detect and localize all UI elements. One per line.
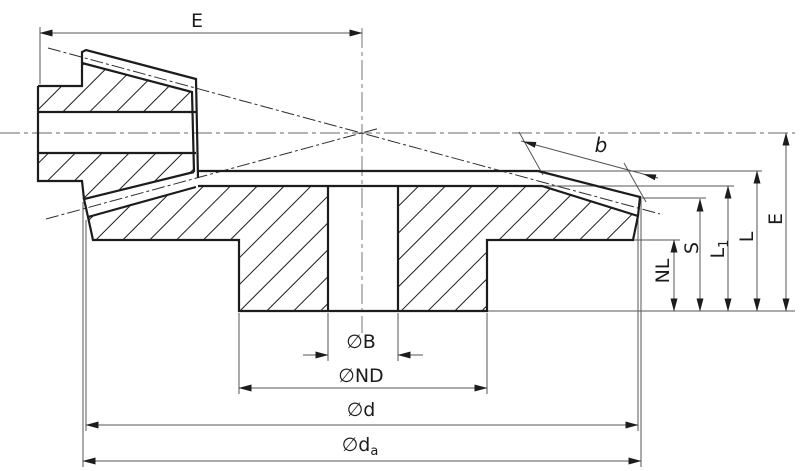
label-hub-length-NL: NL [652, 258, 674, 283]
label-L: L [736, 231, 758, 242]
gear-outline [82, 169, 642, 313]
ext-lines-pitch-diameter [85, 218, 639, 431]
label-L1: L1 [707, 240, 732, 259]
label-tip-diameter: ∅da [342, 434, 379, 459]
label-bore-diameter: ∅B [346, 331, 376, 353]
pitch-cone-line-upper [47, 47, 661, 215]
pinion-upper-section-hatch [38, 63, 193, 112]
gear-right-section-hatch [398, 187, 638, 311]
label-S: S [681, 242, 703, 254]
label-L1-main: L [707, 247, 729, 258]
label-hub-diameter: ∅ND [338, 365, 383, 387]
ext-lines-tip-diameter [82, 199, 642, 467]
pinion-lower-section-hatch [38, 153, 193, 199]
dim-line-b [520, 140, 659, 179]
ext-lines-hub-diameter [238, 313, 488, 394]
label-mounting-distance-E-right: E [765, 213, 787, 225]
b-arrowhead-right [643, 174, 657, 181]
label-face-width-b: b [595, 133, 608, 157]
label-L1-subscript: 1 [717, 240, 732, 248]
label-mounting-distance-E-top: E [191, 10, 203, 32]
pitch-cone-line-lower [45, 127, 381, 220]
gear-left-section-hatch [88, 187, 328, 311]
pinion-outline [36, 48, 200, 200]
b-arrowhead-left [523, 141, 537, 148]
label-tip-diameter-subscript: a [370, 444, 378, 459]
section-hatching [38, 63, 638, 311]
label-tip-diameter-main: ∅d [342, 434, 371, 456]
label-pitch-diameter: ∅d [347, 399, 376, 421]
